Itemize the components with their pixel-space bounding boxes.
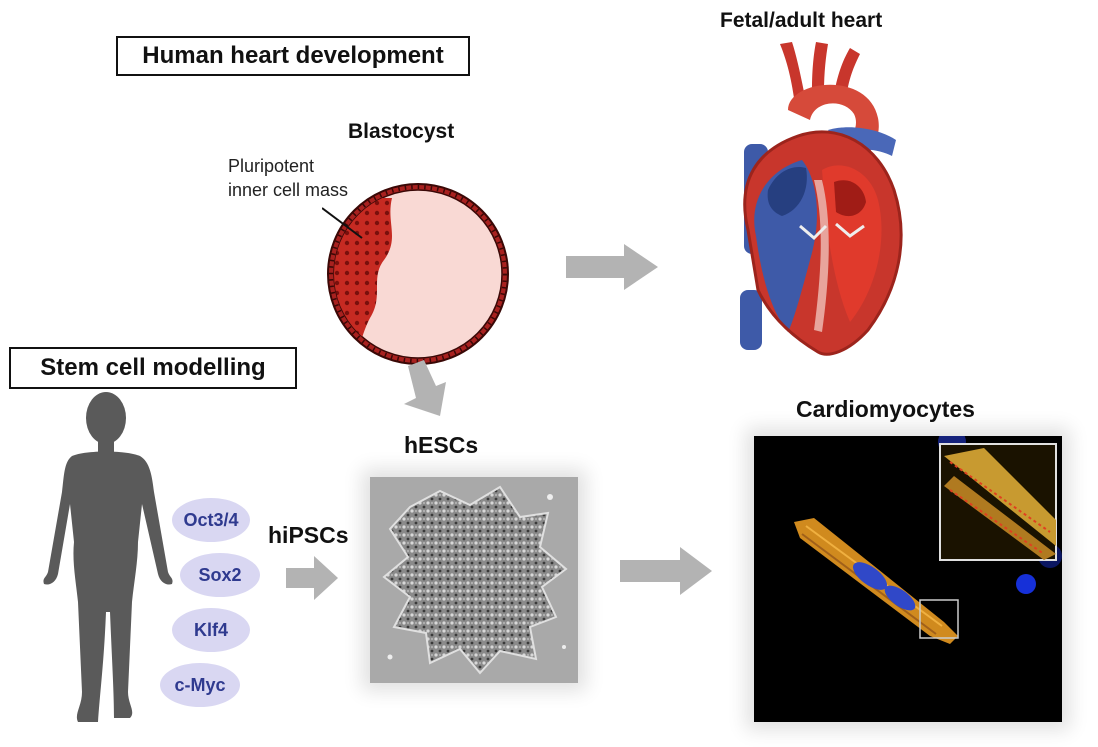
stem-cell-modelling-title: Stem cell modelling — [9, 347, 297, 389]
human-heart-development-title: Human heart development — [116, 36, 470, 76]
blastocyst-illustration — [322, 183, 509, 365]
arrow-blastocyst-to-hescs — [404, 360, 446, 416]
heart-illustration — [740, 42, 903, 356]
cardiomyocytes-micrograph — [754, 436, 1062, 722]
factor-cmyc: c-Myc — [160, 663, 240, 707]
hipscs-label: hiPSCs — [268, 522, 349, 548]
factor-klf4: Klf4 — [172, 608, 250, 652]
blastocyst-label: Blastocyst — [348, 120, 455, 143]
fetal-adult-heart-label: Fetal/adult heart — [720, 9, 883, 32]
arrow-blastocyst-to-heart — [566, 244, 658, 290]
factor-sox2: Sox2 — [180, 553, 260, 597]
hescs-label: hESCs — [404, 432, 479, 458]
inner-cell-mass-label: Pluripotent inner cell mass — [228, 156, 349, 200]
cardiomyocytes-label: Cardiomyocytes — [796, 396, 975, 422]
human-silhouette-icon — [43, 392, 173, 722]
hesc-colony-micrograph — [370, 477, 578, 683]
arrow-hipscs-to-hescs — [286, 556, 338, 600]
factor-oct34: Oct3/4 — [172, 498, 250, 542]
arrow-hescs-to-cardiomyocytes — [620, 547, 712, 595]
